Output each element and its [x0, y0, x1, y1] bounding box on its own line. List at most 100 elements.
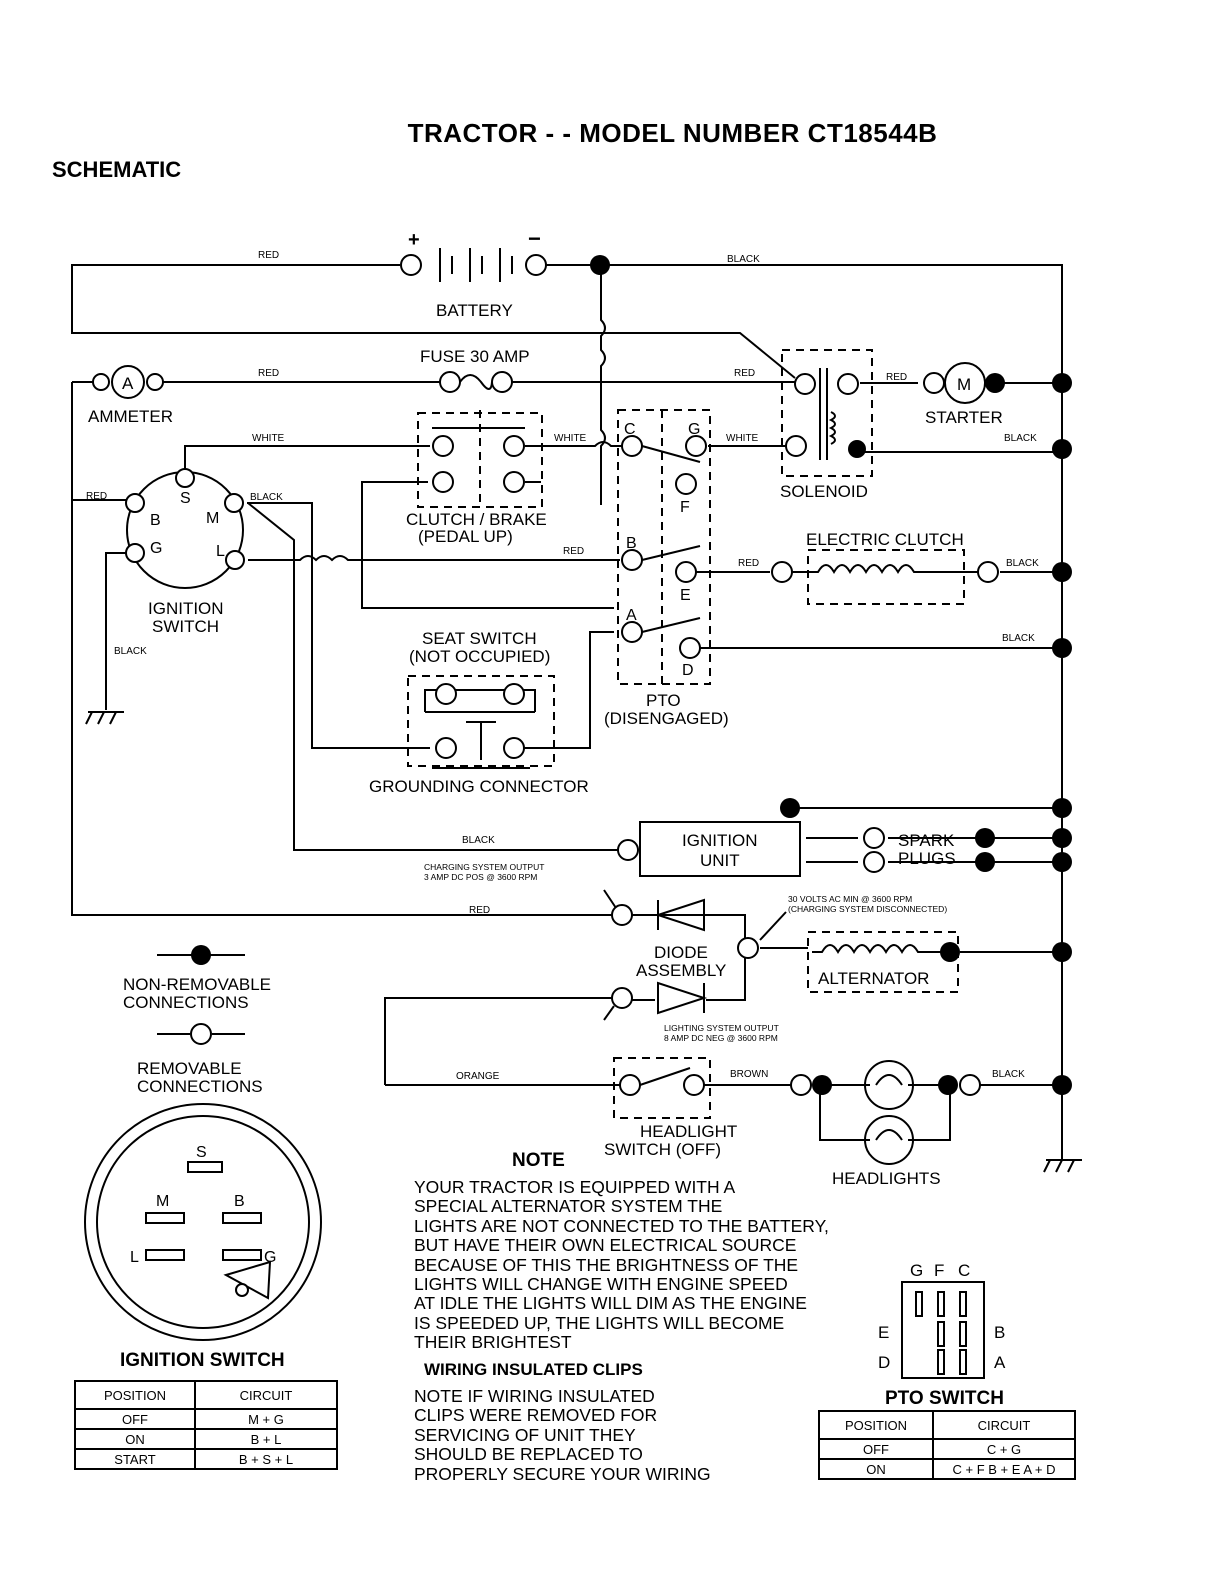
table-header-row: POSITION CIRCUIT	[818, 1410, 1076, 1440]
clips-note-text: NOTE IF WIRING INSULATED CLIPS WERE REMO…	[414, 1386, 711, 1484]
battery-minus-label: −	[528, 226, 541, 251]
clips-note-line: CLIPS WERE REMOVED FOR	[414, 1405, 658, 1426]
wire-label-brown: BROWN	[730, 1069, 768, 1080]
note-line: SPECIAL ALTERNATOR SYSTEM THE	[414, 1196, 723, 1217]
pto-switch-table: POSITION CIRCUIT OFF C + G ON C + F B + …	[818, 1410, 1076, 1480]
table-header: CIRCUIT	[194, 1380, 338, 1410]
legend-removable: REMOVABLE	[137, 1059, 242, 1078]
ignition-unit-label-2: UNIT	[700, 851, 740, 870]
ac-output-note-2: (CHARGING SYSTEM DISCONNECTED)	[788, 904, 947, 914]
wire-label-red: RED	[563, 546, 584, 557]
starter-symbol: M	[957, 375, 971, 394]
legend: NON-REMOVABLE CONNECTIONS REMOVABLE CONN…	[123, 945, 271, 1096]
table-cell: OFF	[74, 1408, 196, 1430]
table-header: POSITION	[818, 1410, 934, 1440]
pto-terminal-f: F	[680, 499, 690, 516]
pto-switch-face: G F C E B D A	[878, 1261, 1006, 1379]
legend-removable-2: CONNECTIONS	[137, 1077, 263, 1096]
starter-label: STARTER	[925, 408, 1003, 427]
terminal-l: L	[216, 543, 225, 560]
pto-face-d: D	[878, 1353, 890, 1372]
headlights-label: HEADLIGHTS	[832, 1169, 941, 1188]
table-header: CIRCUIT	[932, 1410, 1076, 1440]
wire-labels: RED BLACK RED RED RED WHITE WHITE WHITE …	[86, 250, 1039, 1082]
headlight-switch-label: HEADLIGHT	[640, 1122, 737, 1141]
table-header-row: POSITION CIRCUIT	[74, 1380, 338, 1410]
note-line: LIGHTS ARE NOT CONNECTED TO THE BATTERY,	[414, 1215, 829, 1236]
grounding-connector-label: GROUNDING CONNECTOR	[369, 777, 589, 796]
lighting-output-note-2: 8 AMP DC NEG @ 3600 RPM	[664, 1033, 778, 1043]
wire-label-red: RED	[738, 558, 759, 569]
section-label: SCHEMATIC	[52, 157, 182, 182]
electric-clutch-label: ELECTRIC CLUTCH	[806, 530, 964, 549]
face-label-s: S	[196, 1144, 207, 1161]
clips-note-line: PROPERLY SECURE YOUR WIRING	[414, 1463, 711, 1484]
wiring-lines	[71, 264, 1082, 1173]
diode-label: DIODE	[654, 943, 708, 962]
pto-face-g: G	[910, 1261, 923, 1280]
table-cell: ON	[818, 1458, 934, 1480]
pto-terminal-d: D	[682, 662, 694, 679]
annotations: CHARGING SYSTEM OUTPUT 3 AMP DC POS @ 36…	[424, 862, 947, 1043]
ignition-switch-label-2: SWITCH	[152, 617, 219, 636]
table-row: START B + S + L	[74, 1448, 338, 1470]
table-cell: ON	[74, 1428, 196, 1450]
terminal-s: S	[180, 490, 191, 507]
note-line: BUT HAVE THEIR OWN ELECTRICAL SOURCE	[414, 1235, 797, 1256]
table-cell: OFF	[818, 1438, 934, 1460]
seat-switch-state: (NOT OCCUPIED)	[409, 647, 550, 666]
clips-note-line: NOTE IF WIRING INSULATED	[414, 1386, 655, 1406]
electric-clutch: ELECTRIC CLUTCH	[771, 530, 999, 605]
table-cell: C + G	[932, 1438, 1076, 1460]
table-cell: B + S + L	[194, 1448, 338, 1470]
table-row: ON B + L	[74, 1428, 338, 1450]
table-row: OFF C + G	[818, 1438, 1076, 1460]
pto-terminal-a: A	[626, 607, 637, 624]
legend-non-removable: NON-REMOVABLE	[123, 975, 271, 994]
charging-output-note-2: 3 AMP DC POS @ 3600 RPM	[424, 872, 537, 882]
note-line: AT IDLE THE LIGHTS WILL DIM AS THE ENGIN…	[414, 1293, 807, 1314]
pto-terminal-c: C	[624, 421, 636, 438]
table-row: OFF M + G	[74, 1408, 338, 1430]
ignition-table-title: IGNITION SWITCH	[120, 1350, 285, 1371]
pto-state: (DISENGAGED)	[604, 709, 729, 728]
wire-label-red: RED	[258, 368, 279, 379]
table-cell: B + L	[194, 1428, 338, 1450]
ignition-unit-label: IGNITION	[682, 831, 758, 850]
wire-label-black: BLACK	[1006, 558, 1039, 569]
ignition-unit: IGNITION UNIT SPARK PLUGS	[617, 821, 995, 877]
clips-note-title: WIRING INSULATED CLIPS	[424, 1360, 643, 1379]
wire-label-red: RED	[469, 905, 490, 916]
solenoid-label: SOLENOID	[780, 482, 868, 501]
face-label-l: L	[130, 1249, 139, 1266]
battery-plus-label: +	[408, 229, 420, 251]
seat-switch: SEAT SWITCH (NOT OCCUPIED) GROUNDING CON…	[369, 629, 589, 796]
ignition-switch-table: POSITION CIRCUIT OFF M + G ON B + L STAR…	[74, 1380, 338, 1470]
spark-plugs-label: SPARK	[898, 831, 955, 850]
diode-assembly: DIODE ASSEMBLY	[603, 889, 759, 1021]
note-line: BECAUSE OF THIS THE BRIGHTNESS OF THE	[414, 1254, 799, 1275]
note-title: NOTE	[512, 1150, 565, 1171]
starter-motor: M STARTER	[923, 362, 1005, 427]
clutch-brake-switch: CLUTCH / BRAKE (PEDAL UP)	[406, 410, 547, 546]
pto-face-e: E	[878, 1323, 889, 1342]
pto-label: PTO	[646, 691, 681, 710]
wire-label-red: RED	[86, 491, 107, 502]
ammeter: A AMMETER	[88, 365, 173, 426]
table-cell: START	[74, 1448, 196, 1470]
headlight-switch: HEADLIGHT SWITCH (OFF)	[604, 1057, 737, 1159]
ammeter-symbol: A	[122, 374, 134, 393]
wire-label-red: RED	[886, 372, 907, 383]
charging-output-note: CHARGING SYSTEM OUTPUT	[424, 862, 544, 872]
wire-label-black: BLACK	[1002, 633, 1035, 644]
wire-label-red: RED	[258, 250, 279, 261]
wire-label-white: WHITE	[726, 433, 759, 444]
fuse-30-amp: FUSE 30 AMP	[420, 347, 530, 393]
note-text: YOUR TRACTOR IS EQUIPPED WITH A SPECIAL …	[414, 1177, 829, 1353]
note-line: IS SPEEDED UP, THE LIGHTS WILL BECOME	[414, 1312, 785, 1333]
note-line: YOUR TRACTOR IS EQUIPPED WITH A	[414, 1177, 736, 1197]
battery: + − BATTERY	[400, 226, 547, 320]
pto-terminal-g: G	[688, 421, 700, 438]
battery-label: BATTERY	[436, 301, 513, 320]
